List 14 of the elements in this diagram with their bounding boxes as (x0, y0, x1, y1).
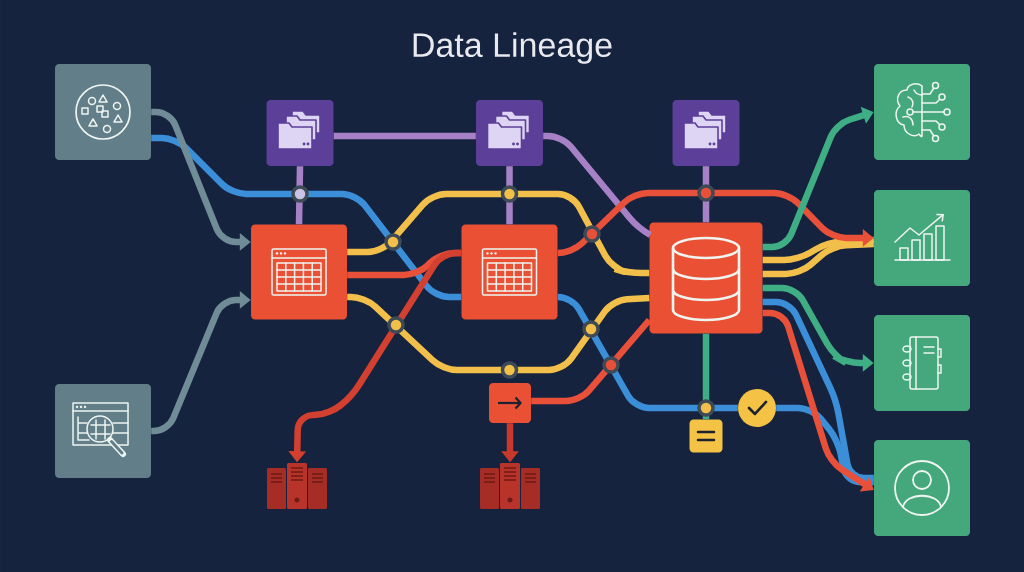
output-box (874, 440, 970, 536)
connector-line (702, 333, 710, 420)
title: Data Lineage (413, 32, 612, 64)
output-box (874, 315, 970, 411)
output-box (874, 190, 970, 286)
source-box (55, 64, 151, 160)
step-box (489, 383, 531, 423)
server-icon (267, 463, 327, 509)
connector-line (762, 236, 874, 264)
connector-line (776, 404, 874, 486)
arrow (762, 106, 874, 251)
server-icon (480, 463, 540, 509)
output-box (874, 64, 970, 160)
status-circle (738, 389, 776, 427)
